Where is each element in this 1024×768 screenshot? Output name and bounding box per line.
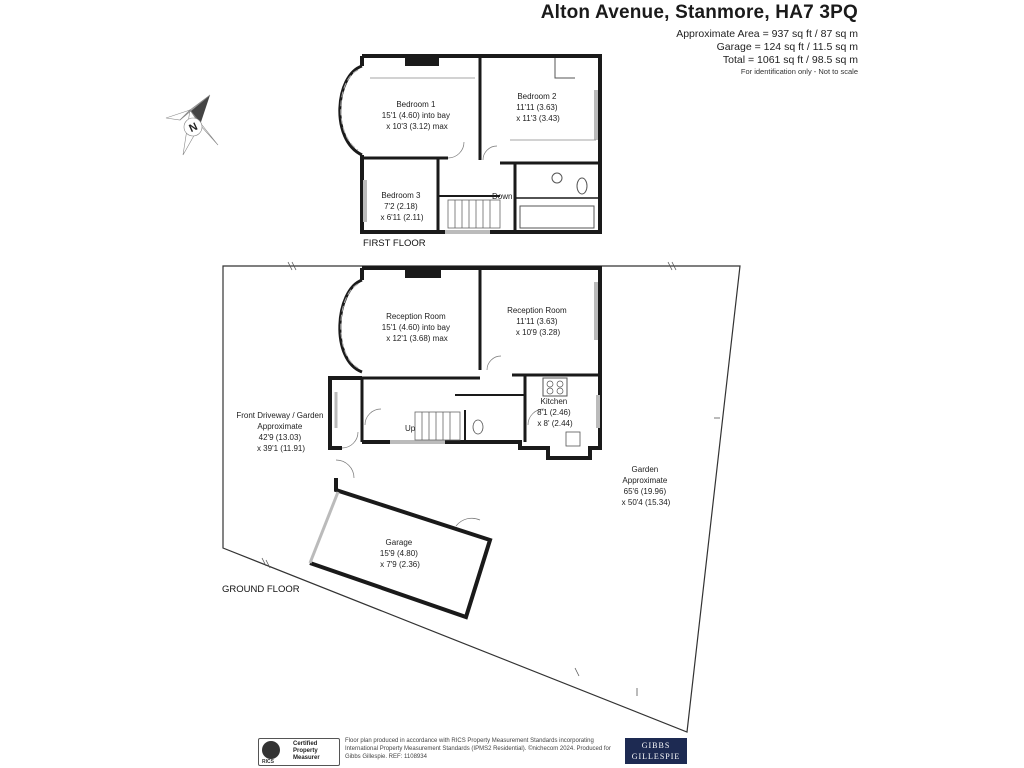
rics-wordmark: RICS: [262, 759, 274, 765]
footer-bar: RICS Certified Property Measurer Floor p…: [255, 735, 695, 766]
compass-rose-icon: N: [165, 94, 219, 156]
garden-label: Garden Approximate 65'6 (19.96) x 50'4 (…: [622, 465, 671, 507]
reception-room-1-dim-1: 15'1 (4.60) into bay: [382, 323, 450, 332]
bedroom-3-dim-1: 7'2 (2.18): [384, 202, 418, 211]
brand-line-1: GIBBS: [641, 741, 671, 750]
reception-room-1-dim-2: x 12'1 (3.68) max: [386, 334, 448, 343]
area-approx-line: Approximate Area = 937 sq ft / 87 sq m: [676, 28, 858, 40]
stairs-down-label: Down: [492, 192, 512, 201]
footer-note: Floor plan produced in accordance with R…: [345, 738, 611, 760]
reception-room-2-label: Reception Room 11'11 (3.63) x 10'9 (3.28…: [507, 306, 569, 337]
brand-line-2: GILLESPIE: [631, 752, 681, 761]
garden-approx: Approximate: [622, 476, 667, 485]
area-total-line: Total = 1061 sq ft / 98.5 sq m: [722, 54, 858, 66]
ground-floor-label: GROUND FLOOR: [222, 584, 300, 595]
ground-floor-house: Reception Room 15'1 (4.60) into bay x 12…: [328, 266, 602, 479]
property-address: Alton Avenue, Stanmore, HA7 3PQ: [540, 2, 858, 23]
bedroom-2-label: Bedroom 2 11'11 (3.63) x 11'3 (3.43): [516, 92, 560, 123]
garage-dim-2: x 7'9 (2.36): [380, 560, 420, 569]
garage-dim-1: 15'9 (4.80): [380, 549, 418, 558]
driveway-dim-1: 42'9 (13.03): [259, 433, 302, 442]
driveway-label: Front Driveway / Garden Approximate 42'9…: [236, 411, 325, 453]
garage-plan: Garage 15'9 (4.80) x 7'9 (2.36): [308, 478, 493, 620]
reception-room-2-dim-1: 11'11 (3.63): [516, 317, 558, 326]
reception-room-1-label: Reception Room 15'1 (4.60) into bay x 12…: [382, 312, 452, 343]
cert-line-1: Certified: [293, 741, 318, 747]
cert-line-3: Measurer: [293, 755, 320, 761]
gibbs-gillespie-logo: GIBBS GILLESPIE: [625, 738, 687, 764]
garden-name: Garden: [632, 465, 659, 474]
bedroom-2-name: Bedroom 2: [517, 92, 557, 101]
garage-label: Garage 15'9 (4.80) x 7'9 (2.36): [380, 538, 420, 569]
bedroom-1-dim-2: x 10'3 (3.12) max: [386, 122, 448, 131]
bedroom-3-label: Bedroom 3 7'2 (2.18) x 6'11 (2.11): [380, 191, 423, 222]
kitchen-name: Kitchen: [541, 397, 568, 406]
kitchen-dim-1: 8'1 (2.46): [537, 408, 571, 417]
stairs-up-label: Up: [405, 424, 416, 433]
garage-name: Garage: [386, 538, 413, 547]
reception-room-1-name: Reception Room: [386, 312, 446, 321]
driveway-name: Front Driveway / Garden: [236, 411, 323, 420]
garden-dim-2: x 50'4 (15.34): [622, 498, 671, 507]
cert-line-2: Property: [293, 748, 318, 754]
kitchen-dim-2: x 8' (2.44): [537, 419, 573, 428]
bedroom-2-dim-1: 11'11 (3.63): [516, 103, 558, 112]
first-floor-label: FIRST FLOOR: [363, 238, 426, 249]
driveway-dim-2: x 39'1 (11.91): [257, 444, 305, 453]
bedroom-1-name: Bedroom 1: [396, 100, 436, 109]
bedroom-3-name: Bedroom 3: [381, 191, 421, 200]
scale-disclaimer: For identification only - Not to scale: [740, 67, 858, 76]
reception-room-2-name: Reception Room: [507, 306, 567, 315]
first-floor-plan: Bedroom 1 15'1 (4.60) into bay x 10'3 (3…: [338, 54, 602, 249]
rics-logo-icon: [262, 741, 280, 759]
bedroom-3-dim-2: x 6'11 (2.11): [380, 213, 423, 222]
area-garage-line: Garage = 124 sq ft / 11.5 sq m: [716, 41, 858, 53]
bedroom-1-dim-1: 15'1 (4.60) into bay: [382, 111, 450, 120]
kitchen-label: Kitchen 8'1 (2.46) x 8' (2.44): [537, 397, 573, 428]
bedroom-2-dim-2: x 11'3 (3.43): [516, 114, 560, 123]
garden-dim-1: 65'6 (19.96): [624, 487, 667, 496]
bedroom-1-label: Bedroom 1 15'1 (4.60) into bay x 10'3 (3…: [382, 100, 452, 131]
certified-measurer-text: Certified Property Measurer: [293, 741, 320, 762]
rics-badge: RICS Certified Property Measurer: [258, 738, 340, 766]
area-summary: Approximate Area = 937 sq ft / 87 sq m G…: [676, 28, 858, 76]
reception-room-2-dim-2: x 10'9 (3.28): [516, 328, 561, 337]
driveway-approx: Approximate: [257, 422, 302, 431]
